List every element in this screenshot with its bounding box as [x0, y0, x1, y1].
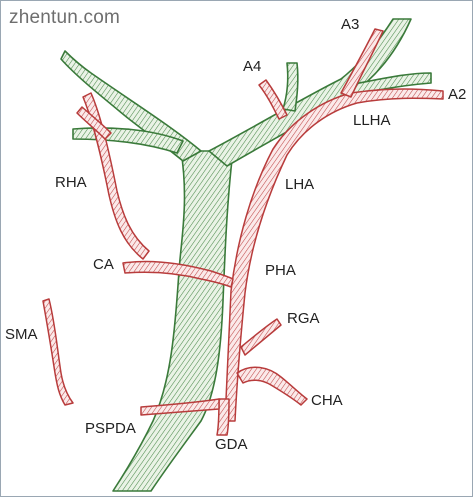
hepatic-arteries [42, 28, 444, 436]
label-sma: SMA [5, 326, 38, 343]
watermark: zhentun.com [9, 7, 120, 28]
artery-pspda [140, 398, 220, 416]
label-ca: CA [93, 256, 114, 273]
artery-a4-branch [258, 79, 288, 120]
label-pspda: PSPDA [85, 420, 136, 437]
artery-gda [216, 398, 230, 436]
artery-cha [236, 366, 308, 406]
artery-lha-pha [224, 88, 444, 422]
label-gda: GDA [215, 436, 248, 453]
label-cha: CHA [311, 392, 343, 409]
artery-rha-spur [76, 106, 112, 140]
label-llha: LLHA [353, 112, 391, 129]
label-a4: A4 [243, 58, 261, 75]
label-rha: RHA [55, 174, 87, 191]
label-pha: PHA [265, 262, 296, 279]
label-a3: A3 [341, 16, 359, 33]
portal-vein-segment-branch [282, 62, 299, 112]
label-rga: RGA [287, 310, 320, 327]
artery-rga [240, 318, 282, 356]
artery-a3-branch [340, 28, 384, 98]
label-a2: A2 [448, 86, 466, 103]
artery-sma [42, 298, 74, 406]
vessel-labels: A3 A4 A2 LLHA RHA LHA CA PHA RGA SMA CHA… [5, 16, 466, 453]
label-lha: LHA [285, 176, 314, 193]
artery-ca [122, 260, 234, 288]
